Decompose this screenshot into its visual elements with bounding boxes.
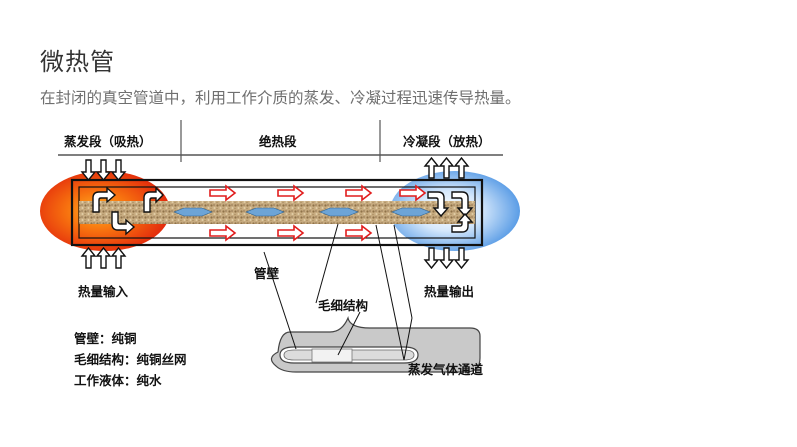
leader-vapor-3 bbox=[403, 317, 413, 361]
page-subtitle: 在封闭的真空管道中，利用工作介质的蒸发、冷凝过程迅速传导热量。 bbox=[40, 89, 521, 107]
vapor-arrows-bottom bbox=[209, 224, 373, 242]
cross-section-inset bbox=[270, 315, 481, 373]
evaporation-section-label: 蒸发段（吸热） bbox=[64, 134, 152, 149]
material-working-fluid: 工作液体：纯水 bbox=[74, 373, 162, 388]
vapor-channel-label: 蒸发气体通道 bbox=[408, 362, 484, 377]
material-pipe-wall: 管壁：纯铜 bbox=[74, 331, 137, 346]
page-title: 微热管 bbox=[40, 48, 115, 76]
leader-vapor-2 bbox=[393, 224, 413, 319]
leader-capillary-2 bbox=[337, 311, 361, 356]
heat-output-label: 热量输出 bbox=[424, 284, 475, 299]
heat-output-arrows-top bbox=[423, 156, 470, 179]
leader-vapor-1 bbox=[375, 224, 405, 361]
pipe-wall-label: 管壁 bbox=[254, 266, 280, 281]
materials-legend: 管壁：纯铜 毛细结构：纯铜丝网 工作液体：纯水 bbox=[74, 328, 187, 391]
heat-input-arrows-top bbox=[80, 159, 127, 182]
heat-output-arrows-bottom bbox=[423, 247, 470, 270]
pipe-outer-wall bbox=[70, 178, 484, 247]
heat-input-label: 热量输入 bbox=[78, 284, 129, 299]
vapor-arrows-top bbox=[209, 184, 427, 202]
condenser-flow-arrows bbox=[427, 191, 474, 233]
leader-capillary-1 bbox=[315, 223, 339, 304]
capillary-label: 毛细结构 bbox=[318, 298, 369, 313]
heat-input-arrows-bottom bbox=[80, 246, 127, 269]
material-capillary: 毛细结构：纯铜丝网 bbox=[74, 352, 187, 367]
condensation-section-label: 冷凝段（放热） bbox=[403, 134, 491, 149]
evaporator-flow-arrows bbox=[92, 186, 164, 236]
leader-pipe-wall bbox=[263, 251, 297, 350]
liquid-flow-markers bbox=[173, 207, 431, 217]
adiabatic-section-label: 绝热段 bbox=[259, 134, 297, 149]
